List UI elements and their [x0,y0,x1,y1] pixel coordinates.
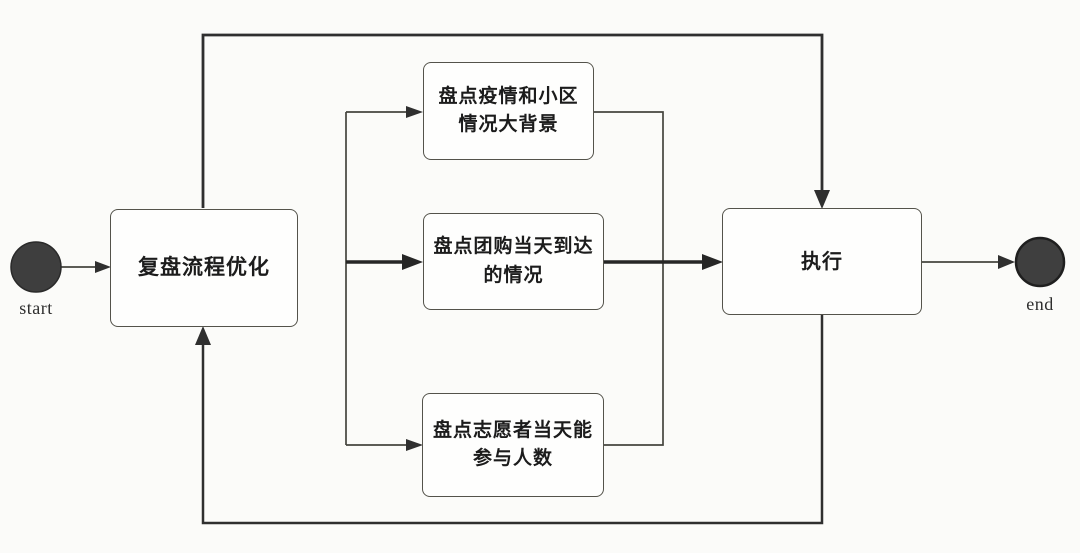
node-task-top-line1: 盘点疫情和小区 [438,85,579,107]
node-review-process-optimization: 复盘流程优化 [110,209,298,327]
node-review-group-buy-arrivals: 盘点团购当天到达 的情况 [423,213,604,310]
node-execute: 执行 [722,208,922,315]
node-review-epidemic-community-background: 盘点疫情和小区 情况大背景 [423,62,594,160]
arrowhead-into-review-left [95,261,111,273]
node-task-top-line2: 情况大背景 [458,114,559,135]
arrowhead-into-task-bottom [406,439,423,451]
start-node-label: start [19,298,53,318]
node-task-bot-line1: 盘点志愿者当天能 [432,419,593,441]
node-task-mid-line2: 的情况 [483,264,544,286]
start-node-circle [10,241,62,293]
node-task-bot-line2: 参与人数 [472,448,553,469]
node-review-volunteer-availability: 盘点志愿者当天能 参与人数 [422,393,604,497]
edge-execute-to-review-bottom-loop [201,315,824,525]
arrowhead-into-review-bottom [195,326,211,345]
arrowhead-into-end [998,255,1015,269]
arrowhead-into-execute-top [814,190,830,209]
arrowhead-into-task-top [406,106,423,118]
end-node-label: end [1026,294,1054,314]
node-review-label: 复盘流程优化 [138,255,270,280]
arrowhead-into-task-mid [402,254,423,270]
node-execute-label: 执行 [801,250,843,273]
arrowhead-into-execute-left [702,254,723,270]
end-node-circle [1014,236,1066,288]
edge-task-top-and-bottom-merge-rail [594,111,664,446]
node-task-mid-line1: 盘点团购当天到达 [433,236,594,257]
edge-review-to-execute-top-loop [201,33,824,208]
